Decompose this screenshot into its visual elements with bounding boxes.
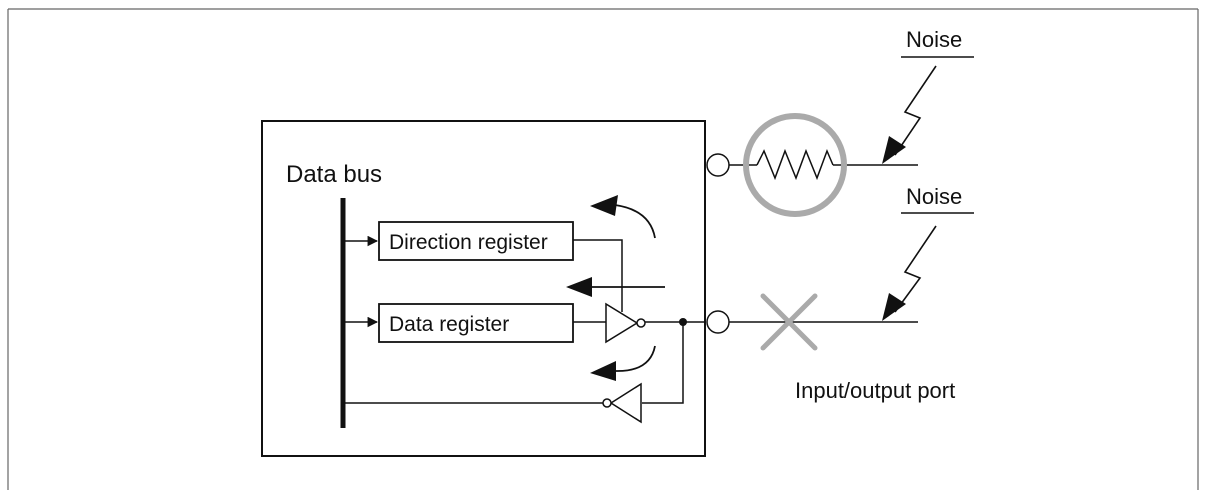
output-buffer-bubble-icon	[636, 318, 646, 328]
data-register-label: Data register	[389, 313, 509, 336]
noise-top-label: Noise	[906, 27, 962, 52]
io-port-label: Input/output port	[795, 378, 955, 403]
noise-top-arrowhead	[882, 136, 906, 164]
input-flow-curved-arrow	[614, 345, 656, 372]
direction-register-label: Direction register	[389, 231, 548, 254]
direction-register-box	[378, 221, 574, 261]
data-bus-label: Data bus	[286, 161, 382, 188]
data-register-box	[378, 303, 574, 343]
data-flow-arrowhead	[566, 277, 592, 297]
output-buffer-icon	[605, 302, 639, 344]
input-buffer-icon	[609, 382, 642, 424]
flow-arrows	[566, 195, 665, 381]
noise-bottom-lightning-icon	[894, 225, 937, 313]
direction-flow-arrowhead	[590, 195, 618, 216]
input-buffer-bubble-icon	[602, 398, 612, 408]
direction-flow-curved-arrow	[614, 204, 656, 239]
direction-control-line	[573, 239, 623, 312]
top-pin-icon	[706, 153, 730, 177]
noise-bottom-arrowhead	[882, 293, 906, 321]
input-feedback-line	[642, 322, 684, 404]
noise-bottom-label: Noise	[906, 184, 962, 209]
bottom-pin-icon	[706, 310, 730, 334]
cross-mark-icon	[760, 293, 818, 351]
noise-top-lightning-icon	[894, 65, 937, 156]
highlight-circle-icon	[743, 113, 847, 217]
microcontroller-box	[261, 120, 706, 457]
resistor-icon	[756, 148, 834, 181]
outer-frame	[7, 8, 1199, 490]
input-flow-arrowhead	[590, 361, 616, 381]
